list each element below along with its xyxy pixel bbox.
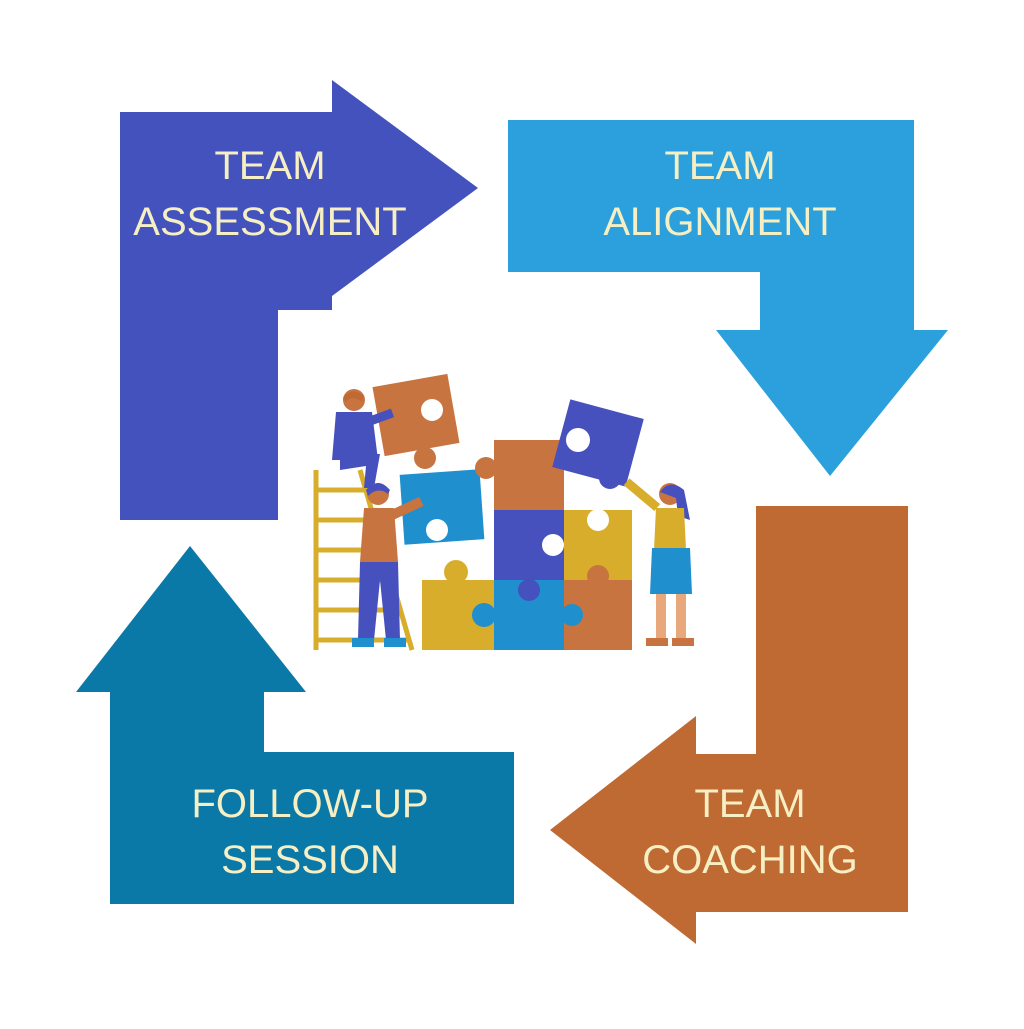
follow-up-session-label: FOLLOW-UP SESSION bbox=[160, 776, 460, 888]
team-assessment-line2: ASSESSMENT bbox=[133, 200, 407, 244]
team-coaching-line2: COACHING bbox=[642, 838, 858, 882]
person-standing-right-icon bbox=[623, 478, 694, 646]
team-alignment-label: TEAM ALIGNMENT bbox=[570, 138, 870, 250]
team-assessment-arrow bbox=[120, 80, 478, 520]
follow-up-session-line1: FOLLOW-UP bbox=[191, 782, 429, 826]
team-coaching-arrow bbox=[550, 506, 908, 944]
puzzle-piece-orange-top bbox=[494, 440, 564, 510]
team-coaching-line1: TEAM bbox=[694, 782, 806, 826]
team-alignment-arrow bbox=[508, 120, 948, 476]
person-on-ladder-icon bbox=[332, 389, 395, 488]
person-standing-left-icon bbox=[352, 483, 424, 647]
follow-up-session-arrow bbox=[76, 546, 514, 904]
team-assessment-line1: TEAM bbox=[214, 144, 326, 188]
team-puzzle-illustration-icon bbox=[313, 373, 694, 651]
team-coaching-label: TEAM COACHING bbox=[600, 776, 900, 888]
follow-up-session-line2: SESSION bbox=[221, 838, 399, 882]
puzzle-piece-orange-held bbox=[372, 373, 460, 457]
puzzle-piece-blue-middle bbox=[399, 469, 485, 545]
team-assessment-label: TEAM ASSESSMENT bbox=[120, 138, 420, 250]
team-alignment-line2: ALIGNMENT bbox=[603, 200, 837, 244]
team-alignment-line1: TEAM bbox=[664, 144, 776, 188]
puzzle-piece-purple-held bbox=[552, 399, 644, 487]
